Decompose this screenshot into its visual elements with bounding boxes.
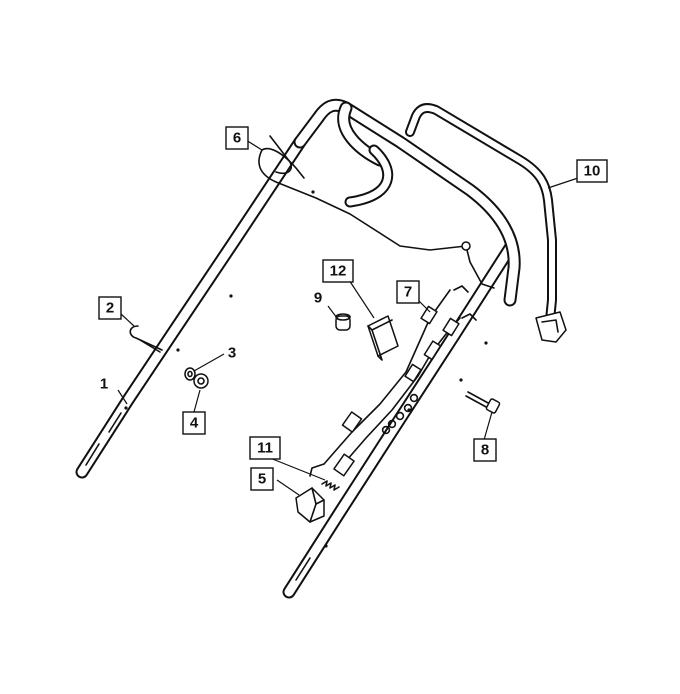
callout-4: 4 bbox=[182, 411, 206, 435]
bushing bbox=[335, 313, 351, 331]
callout-9: 9 bbox=[314, 290, 322, 307]
callout-label-5: 5 bbox=[258, 471, 266, 488]
hook-bolt bbox=[129, 325, 163, 353]
control-cables bbox=[309, 285, 477, 477]
callout-3: 3 bbox=[228, 345, 236, 362]
callout-label-2: 2 bbox=[106, 300, 114, 317]
cable-guide bbox=[258, 135, 495, 289]
cable-clip bbox=[295, 487, 325, 523]
washer bbox=[184, 367, 196, 381]
callout-11: 11 bbox=[249, 436, 281, 460]
callout-label-7: 7 bbox=[404, 284, 412, 301]
callout-label-4: 4 bbox=[190, 415, 199, 432]
bail-bar bbox=[405, 103, 567, 343]
callout-10: 10 bbox=[576, 159, 608, 183]
nut bbox=[193, 373, 209, 389]
callout-label-9: 9 bbox=[314, 290, 322, 307]
callout-label-12: 12 bbox=[330, 263, 347, 280]
cable-clip-block bbox=[367, 315, 399, 361]
callout-1: 1 bbox=[100, 376, 108, 393]
callout-label-1: 1 bbox=[100, 376, 108, 393]
callout-label-6: 6 bbox=[233, 130, 241, 147]
callout-2: 2 bbox=[98, 296, 122, 320]
callout-12: 12 bbox=[322, 259, 354, 283]
callout-label-11: 11 bbox=[257, 440, 273, 457]
callout-5: 5 bbox=[250, 467, 274, 491]
callout-6: 6 bbox=[225, 126, 249, 150]
spring bbox=[321, 480, 340, 491]
callout-8: 8 bbox=[473, 438, 497, 462]
callout-7: 7 bbox=[396, 280, 420, 304]
upper-handle bbox=[293, 98, 521, 307]
handle-bolt bbox=[465, 391, 501, 414]
callout-label-3: 3 bbox=[228, 345, 236, 362]
callout-label-10: 10 bbox=[584, 163, 601, 180]
callout-label-8: 8 bbox=[481, 442, 489, 459]
lower-handle-right bbox=[282, 241, 517, 599]
lower-handle-left bbox=[75, 135, 315, 479]
